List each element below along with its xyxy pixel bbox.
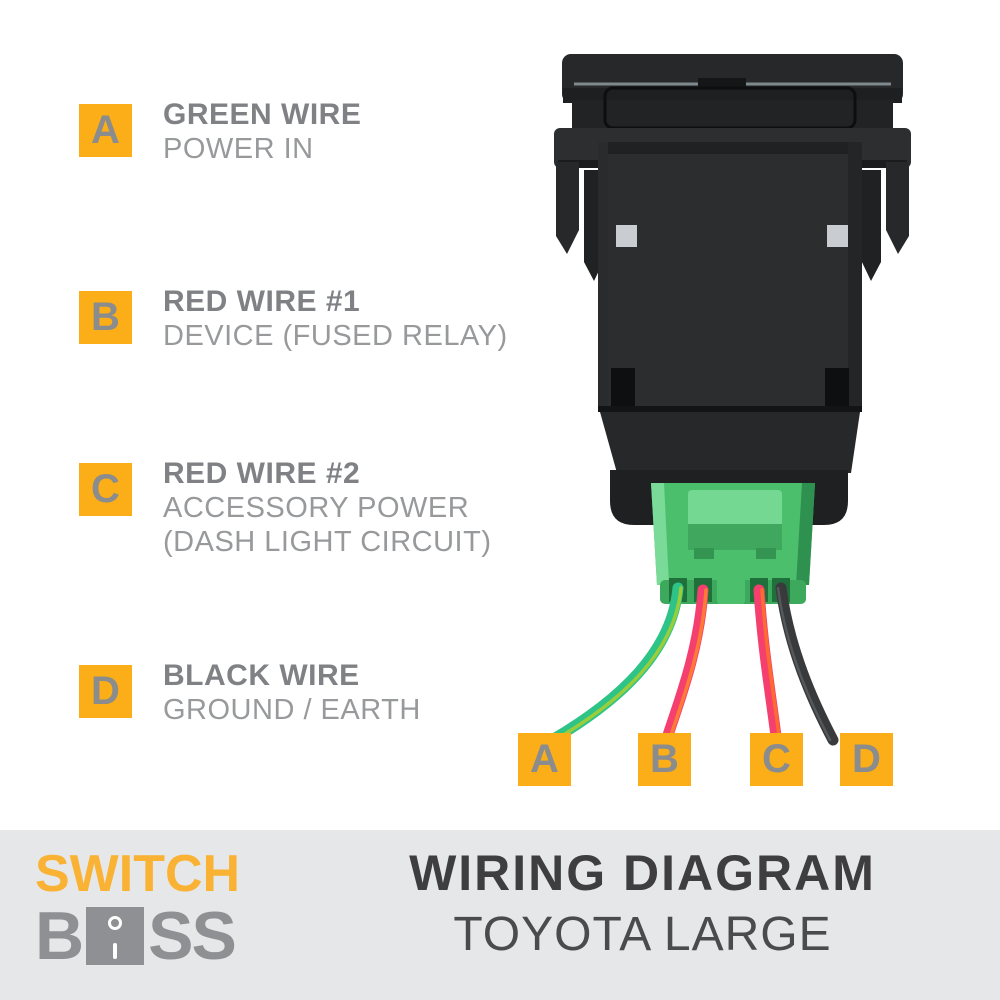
legend-line-b: DEVICE (FUSED RELAY) — [163, 320, 508, 352]
legend-title-b: RED WIRE #1 — [163, 285, 361, 318]
legend-text-d: BLACK WIRE GROUND / EARTH — [163, 659, 421, 727]
legend-badge-b: B — [79, 291, 132, 344]
legend-item-d: D BLACK WIRE GROUND / EARTH — [79, 659, 421, 727]
rocker-bar — [113, 943, 118, 959]
legend-title-d: BLACK WIRE — [163, 659, 360, 692]
footer-titles: WIRING DIAGRAM TOYOTA LARGE — [385, 842, 900, 966]
legend-line-a: POWER IN — [163, 133, 314, 165]
legend-item-c: C RED WIRE #2 ACCESSORY POWER (DASH LIGH… — [79, 457, 491, 559]
wire-d-black — [775, 582, 839, 746]
legend-badge-d: D — [79, 665, 132, 718]
legend-badge-a: A — [79, 104, 132, 157]
logo-letters-ss: SS — [148, 898, 237, 974]
wire-b-red — [659, 584, 709, 750]
footer-subtitle: TOYOTA LARGE — [453, 908, 832, 961]
footer-title: WIRING DIAGRAM — [409, 845, 876, 901]
legend-text-a: GREEN WIRE POWER IN — [163, 98, 361, 166]
legend-title-c: RED WIRE #2 — [163, 457, 361, 490]
wire-c-red — [753, 584, 783, 750]
logo-word-boss: B SS — [35, 898, 240, 974]
switch-cap — [562, 54, 903, 103]
rocker-ring — [108, 916, 123, 930]
wire-a-green — [546, 582, 684, 746]
footer-bar: SWITCH B SS WIRING DIAGRAM TOYOTA LARGE — [0, 830, 1000, 1000]
wire-label-c: C — [750, 733, 803, 786]
logo-letter-b: B — [35, 898, 84, 974]
legend-title-a: GREEN WIRE — [163, 98, 362, 131]
legend-badge-c: C — [79, 463, 132, 516]
logo-word-switch: SWITCH — [35, 845, 241, 903]
rocker-switch-icon — [86, 907, 145, 965]
wire-label-a: A — [518, 733, 571, 786]
legend-text-c: RED WIRE #2 ACCESSORY POWER (DASH LIGHT … — [163, 457, 491, 559]
legend-line-c1: ACCESSORY POWER — [163, 492, 470, 524]
legend-text-b: RED WIRE #1 DEVICE (FUSED RELAY) — [163, 285, 508, 353]
wire-label-d: D — [840, 733, 893, 786]
switch-body — [598, 142, 862, 412]
switchboss-logo: SWITCH B SS — [35, 845, 241, 974]
legend-item-b: B RED WIRE #1 DEVICE (FUSED RELAY) — [79, 285, 508, 353]
wires — [546, 582, 839, 750]
legend-item-a: A GREEN WIRE POWER IN — [79, 98, 361, 166]
wire-label-b: B — [638, 733, 691, 786]
legend-line-c2: (DASH LIGHT CIRCUIT) — [163, 526, 492, 558]
legend-line-d: GROUND / EARTH — [163, 694, 421, 726]
